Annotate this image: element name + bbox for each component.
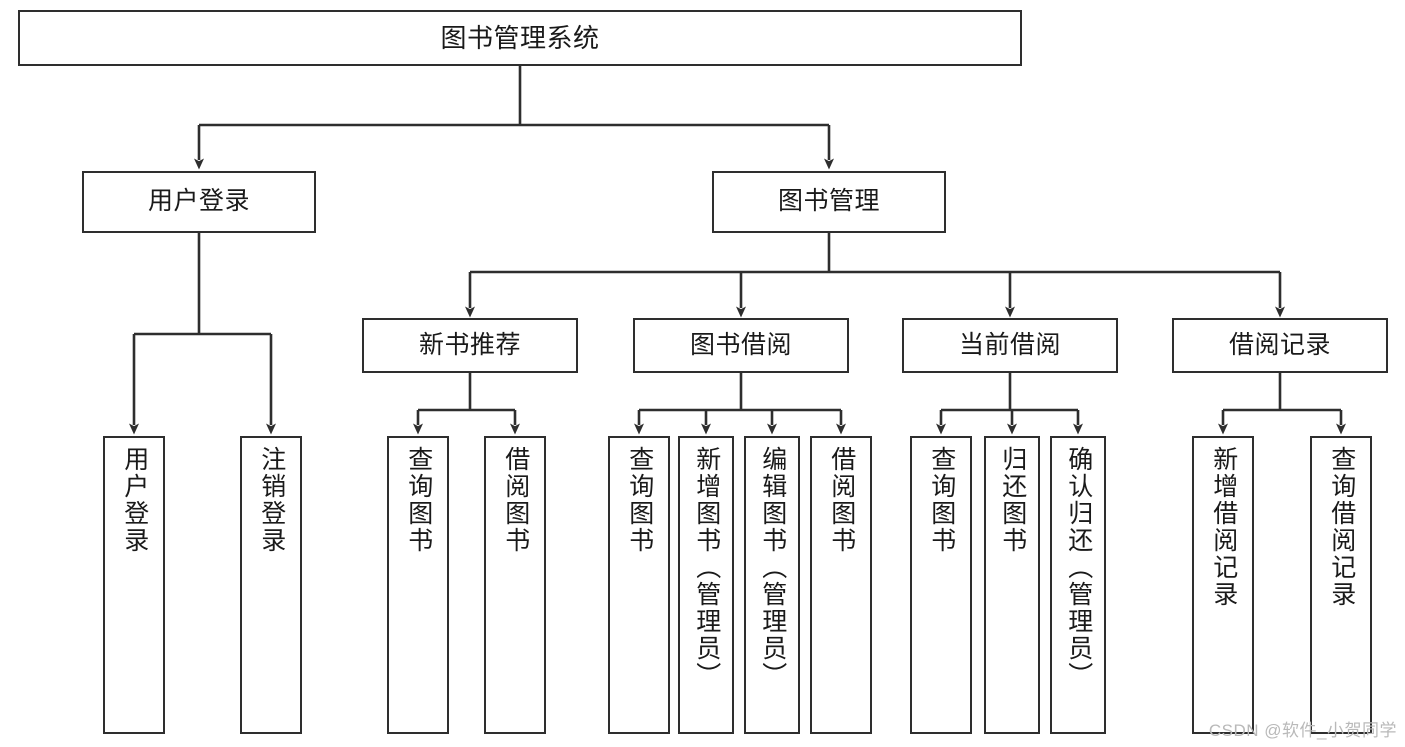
node-leaf-query-book-2-label: 查询图书 bbox=[625, 446, 654, 554]
node-leaf-logout[interactable]: 注销登录 bbox=[240, 436, 302, 734]
node-leaf-query-book-1[interactable]: 查询图书 bbox=[387, 436, 449, 734]
node-leaf-user-login[interactable]: 用户登录 bbox=[103, 436, 165, 734]
node-borrow-record-label: 借阅记录 bbox=[1228, 330, 1331, 359]
node-current-borrow[interactable]: 当前借阅 bbox=[902, 318, 1118, 373]
node-leaf-user-login-label: 用户登录 bbox=[120, 446, 149, 554]
node-leaf-confirm-return-label: 确认归还（管理员） bbox=[1064, 446, 1093, 689]
node-leaf-borrow-book-1-label: 借阅图书 bbox=[501, 446, 530, 554]
node-root[interactable]: 图书管理系统 bbox=[18, 10, 1022, 66]
node-leaf-query-book-3-label: 查询图书 bbox=[927, 446, 956, 554]
node-leaf-query-book-3[interactable]: 查询图书 bbox=[910, 436, 972, 734]
node-leaf-return-book-label: 归还图书 bbox=[998, 446, 1027, 554]
node-leaf-confirm-return[interactable]: 确认归还（管理员） bbox=[1050, 436, 1106, 734]
node-leaf-add-book[interactable]: 新增图书（管理员） bbox=[678, 436, 734, 734]
node-user-login[interactable]: 用户登录 bbox=[82, 171, 316, 233]
node-leaf-borrow-book-2[interactable]: 借阅图书 bbox=[810, 436, 872, 734]
node-leaf-add-book-label: 新增图书（管理员） bbox=[692, 446, 721, 689]
node-leaf-return-book[interactable]: 归还图书 bbox=[984, 436, 1040, 734]
node-new-book-rec[interactable]: 新书推荐 bbox=[362, 318, 578, 373]
node-user-login-label: 用户登录 bbox=[147, 187, 250, 216]
node-leaf-borrow-book-1[interactable]: 借阅图书 bbox=[484, 436, 546, 734]
node-leaf-query-record-label: 查询借阅记录 bbox=[1327, 446, 1356, 608]
node-book-mgmt-label: 图书管理 bbox=[777, 187, 880, 216]
node-borrow-record[interactable]: 借阅记录 bbox=[1172, 318, 1388, 373]
node-book-borrow-label: 图书借阅 bbox=[689, 330, 792, 359]
node-leaf-query-book-2[interactable]: 查询图书 bbox=[608, 436, 670, 734]
node-current-borrow-label: 当前借阅 bbox=[958, 330, 1061, 359]
watermark: CSDN @软件_小贺同学 bbox=[1208, 721, 1397, 740]
node-leaf-query-book-1-label: 查询图书 bbox=[404, 446, 433, 554]
node-leaf-add-record-label: 新增借阅记录 bbox=[1209, 446, 1238, 608]
node-leaf-borrow-book-2-label: 借阅图书 bbox=[827, 446, 856, 554]
node-leaf-edit-book-label: 编辑图书（管理员） bbox=[758, 446, 787, 689]
node-leaf-add-record[interactable]: 新增借阅记录 bbox=[1192, 436, 1254, 734]
node-leaf-edit-book[interactable]: 编辑图书（管理员） bbox=[744, 436, 800, 734]
node-leaf-logout-label: 注销登录 bbox=[257, 446, 286, 554]
node-leaf-query-record[interactable]: 查询借阅记录 bbox=[1310, 436, 1372, 734]
node-root-label: 图书管理系统 bbox=[440, 22, 600, 53]
node-book-borrow[interactable]: 图书借阅 bbox=[633, 318, 849, 373]
node-book-mgmt[interactable]: 图书管理 bbox=[712, 171, 946, 233]
node-new-book-rec-label: 新书推荐 bbox=[418, 330, 521, 359]
